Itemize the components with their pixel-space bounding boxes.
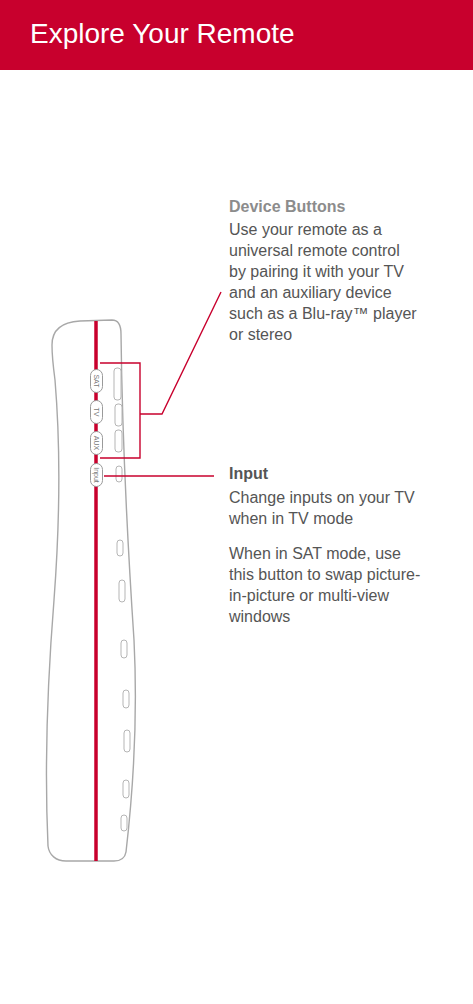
description: When in SAT mode, use this button to swa… xyxy=(229,543,429,627)
section-heading: Input xyxy=(229,464,429,484)
description: Change inputs on your TV when in TV mode xyxy=(229,487,429,529)
side-buttons xyxy=(114,368,130,831)
device-button: Input xyxy=(90,463,103,488)
device-button: TV xyxy=(90,400,103,424)
page-title: Explore Your Remote xyxy=(30,18,295,50)
description: Use your remote as a universal remote co… xyxy=(229,219,419,345)
button-label: SAT xyxy=(93,374,100,387)
button-label: TV xyxy=(93,408,100,417)
bracket xyxy=(100,363,140,458)
leader-line xyxy=(140,292,221,414)
button-label: Input xyxy=(93,467,100,483)
device-button: SAT xyxy=(90,369,103,393)
device-button: AUX xyxy=(90,431,103,455)
remote-body xyxy=(46,320,135,861)
header-band xyxy=(0,0,473,70)
leader-line xyxy=(104,475,214,476)
button-label: AUX xyxy=(93,436,100,450)
section-heading: Device Buttons xyxy=(229,197,429,217)
